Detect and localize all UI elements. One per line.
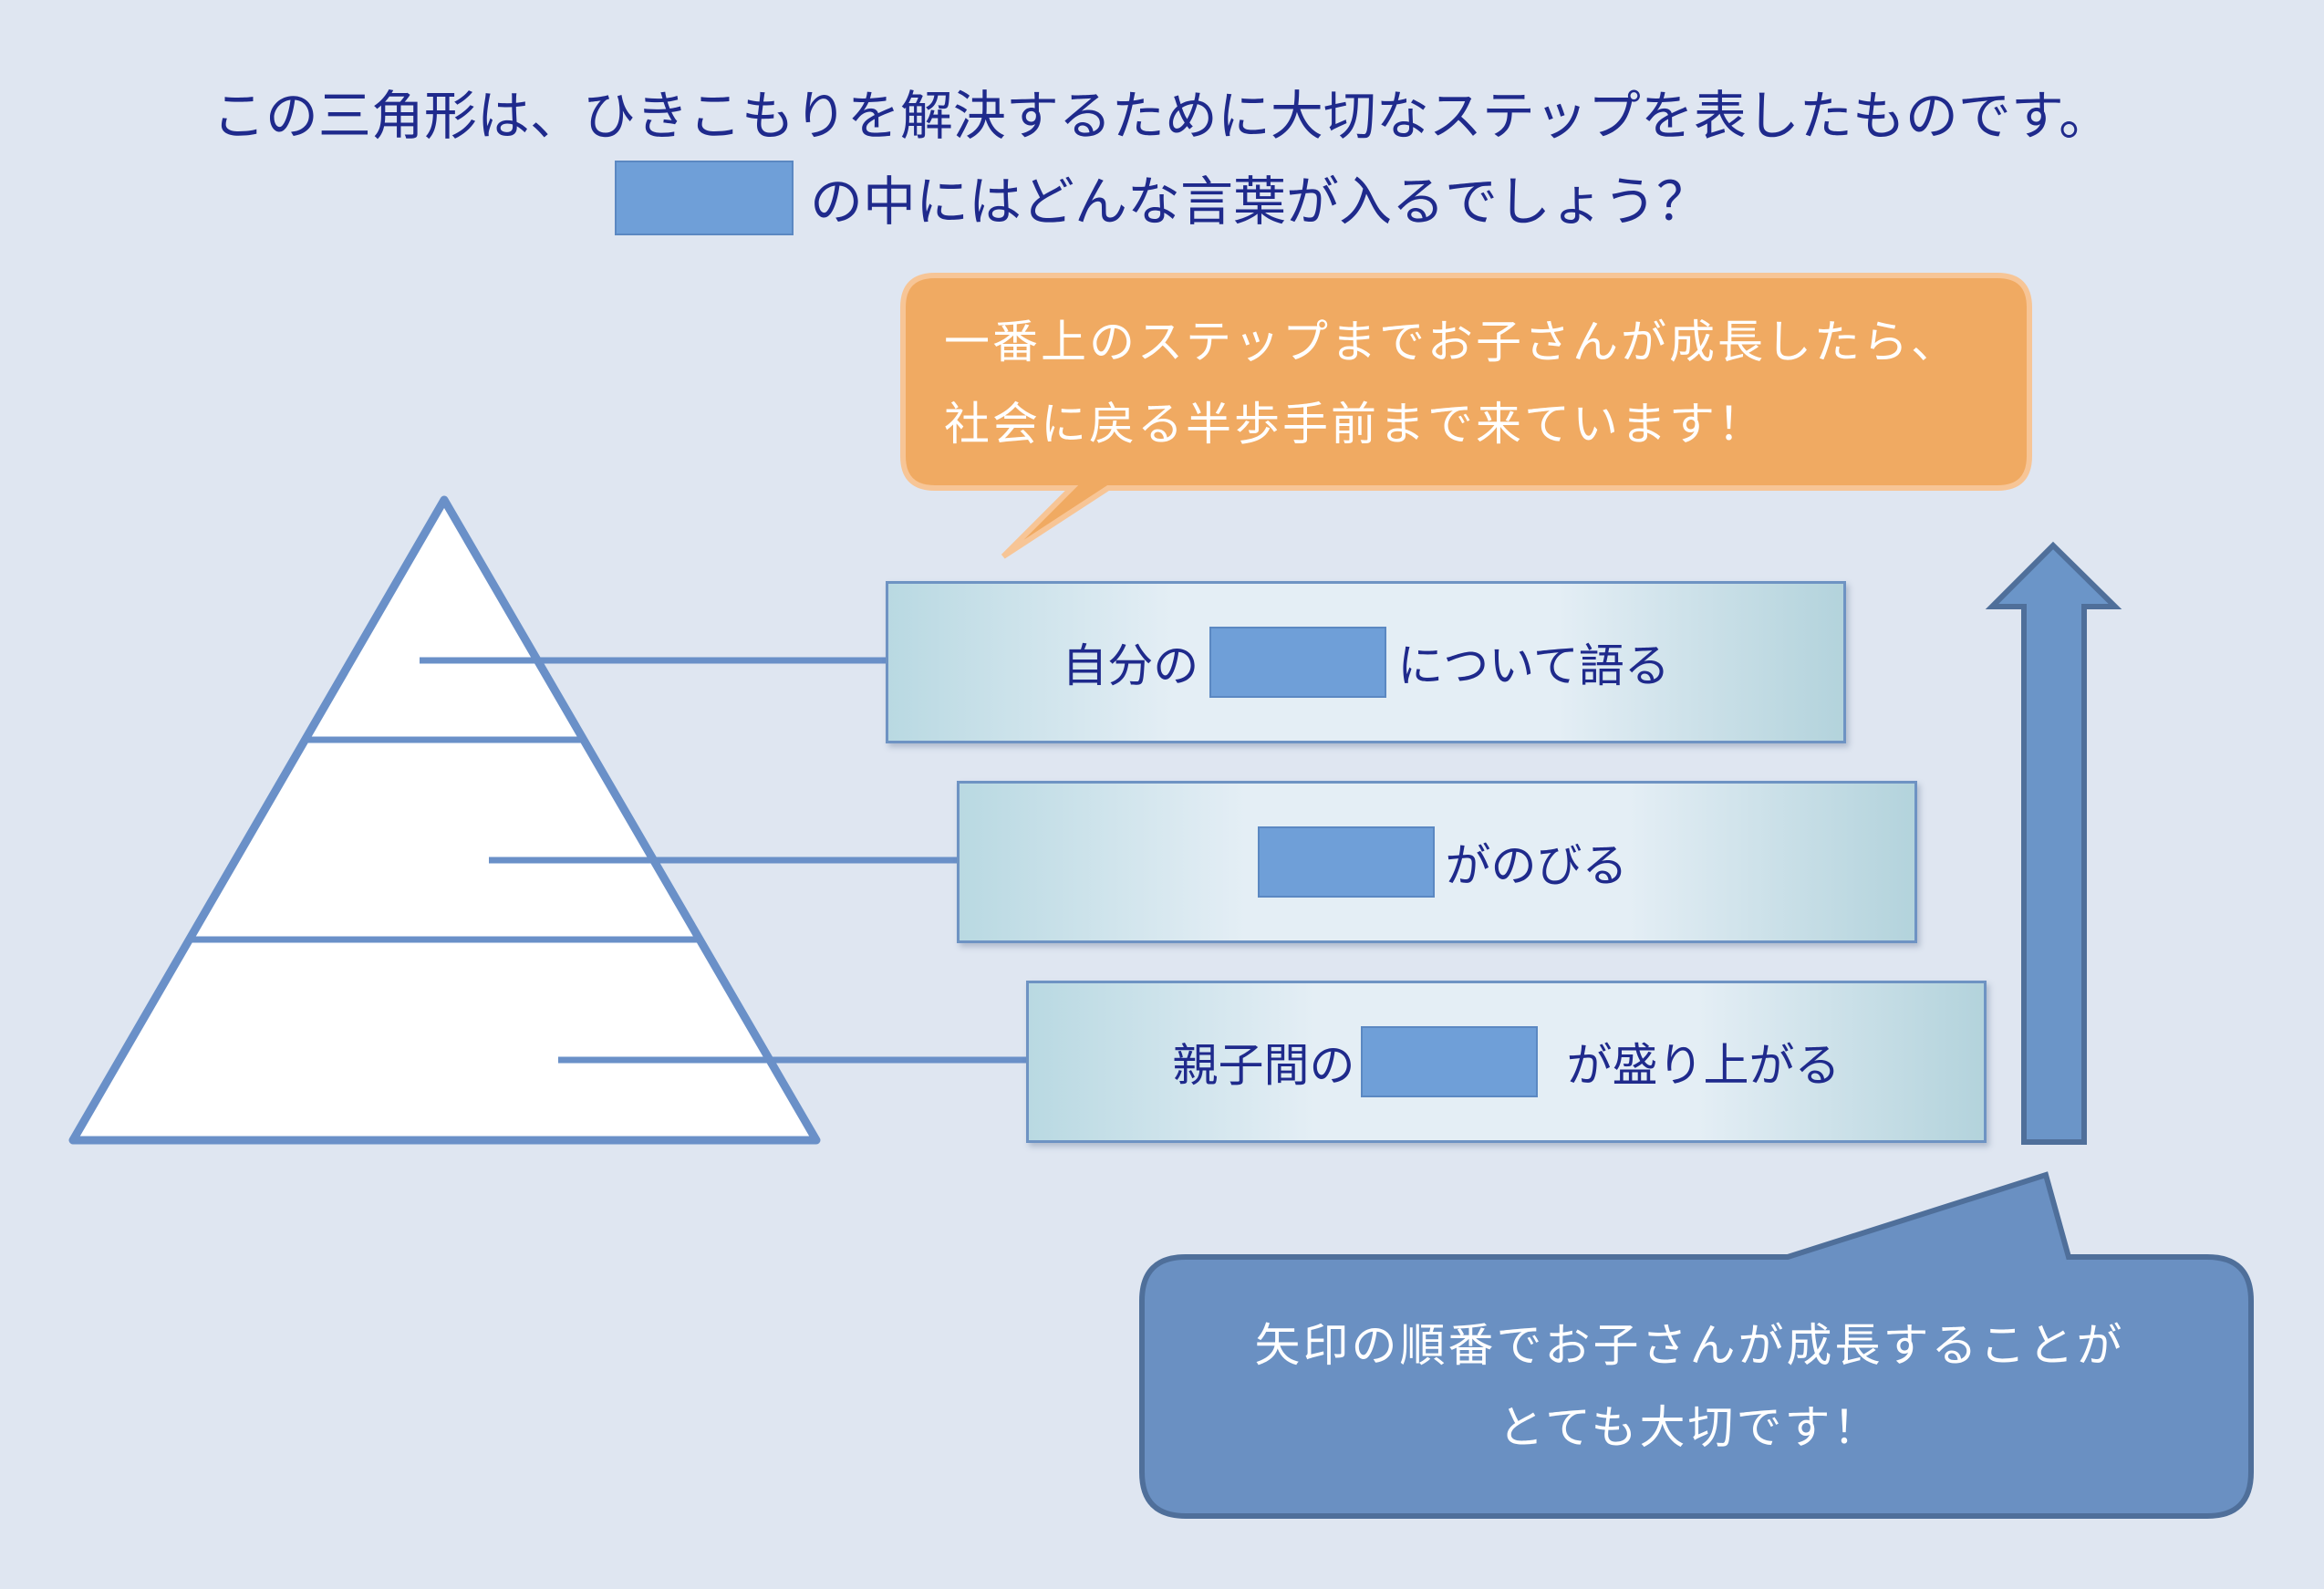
step-3-suffix: が盛り上がる xyxy=(1566,1039,1841,1092)
step-box-1: 自分の について語る xyxy=(886,581,1846,743)
step-1-suffix: について語る xyxy=(1397,639,1670,692)
top-callout-line-1: 一番上のステップまでお子さんが成長したら、 xyxy=(944,316,1959,369)
step-2-suffix: がのびる xyxy=(1445,839,1628,892)
step-box-2: がのびる xyxy=(957,781,1917,943)
top-callout-line-2: 社会に戻る半歩手前まで来ています！ xyxy=(944,398,1766,451)
step-1-blank xyxy=(1209,627,1387,698)
step-box-3: 親子間の が盛り上がる xyxy=(1026,981,1987,1143)
blank-legend xyxy=(614,161,794,235)
question-line-1: この三角形は、ひきこもりを解決するために大切なステップを表したものです。 xyxy=(212,85,2112,147)
question-line-2: の中にはどんな言葉が入るでしょう？ xyxy=(0,161,2324,243)
top-callout-bubble xyxy=(900,273,2032,559)
step-3-prefix: 親子間の xyxy=(1172,1039,1355,1092)
bottom-callout-line-2: とても大切です！ xyxy=(1498,1401,1882,1454)
top-callout-text: 一番上のステップまでお子さんが成長したら、 社会に戻る半歩手前まで来ています！ xyxy=(944,301,1959,465)
step-1-prefix: 自分の xyxy=(1062,639,1199,692)
step-2-blank xyxy=(1257,826,1435,898)
bottom-callout-text: 矢印の順番でお子さんが成長することが とても大切です！ xyxy=(1149,1304,2230,1469)
question-line-2-text: の中にはどんな言葉が入るでしょう？ xyxy=(809,171,1709,234)
bottom-callout-bubble xyxy=(1139,1171,2254,1519)
pyramid xyxy=(68,495,821,1145)
up-arrow xyxy=(1985,541,2122,1145)
bottom-callout-line-1: 矢印の順番でお子さんが成長することが xyxy=(1254,1319,2125,1372)
step-3-blank xyxy=(1360,1026,1538,1097)
